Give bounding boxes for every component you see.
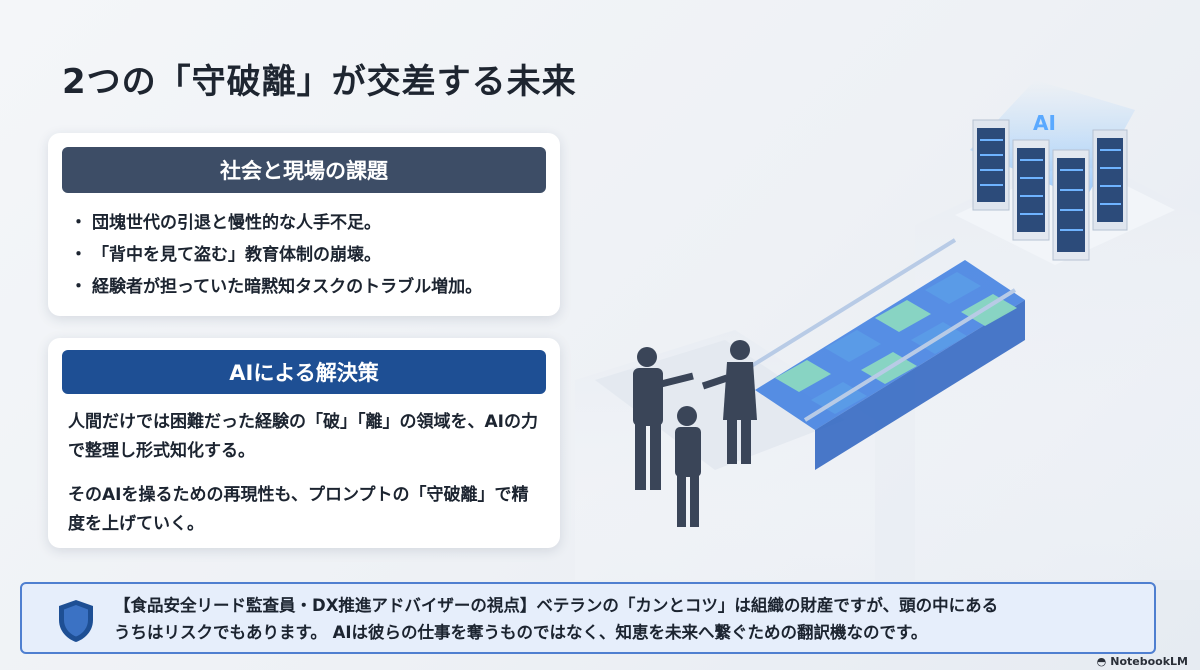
challenges-card: 社会と現場の課題 ・団塊世代の引退と慢性的な人手不足。 ・「背中を見て盗む」教育… [48,133,560,316]
server-racks: AI [972,111,1128,261]
solution-paragraph-2: そのAIを操るための再現性も、プロンプトの「守破離」で精度を上げていく。 [68,485,529,534]
solution-heading: AIによる解決策 [62,350,546,394]
list-item: ・「背中を見て盗む」教育体制の崩壊。 [70,245,381,265]
ai-server-label: AI [1033,111,1056,135]
data-bridge [743,238,1025,470]
list-item: ・団塊世代の引退と慢性的な人手不足。 [70,213,381,233]
page-title: 2つの「守破離」が交差する未来 [62,62,577,102]
list-item: ・経験者が担っていた暗黙知タスクのトラブル増加。 [70,277,483,297]
solution-paragraph-1: 人間だけでは困難だった経験の「破」「離」の領域を、AIの力で整理し形式知化する。 [68,412,538,461]
notebooklm-brand: ◓ NotebookLM [1096,655,1188,668]
notebooklm-logo-icon: ◓ [1096,655,1107,668]
bridge-illustration: AI [575,80,1200,580]
challenges-heading: 社会と現場の課題 [62,147,546,193]
shield-icon [59,600,93,642]
advisor-note-bar: 【食品安全リード監査員・DX推進アドバイザーの視点】ベテランの「カンとコツ」は組… [20,582,1156,654]
advisor-note-text: 【食品安全リード監査員・DX推進アドバイザーの視点】ベテランの「カンとコツ」は組… [114,596,999,642]
workers-silhouettes [633,340,757,527]
solution-card: AIによる解決策 人間だけでは困難だった経験の「破」「離」の領域を、AIの力で整… [48,338,560,548]
challenges-list: ・団塊世代の引退と慢性的な人手不足。 ・「背中を見て盗む」教育体制の崩壊。 ・経… [70,207,482,303]
